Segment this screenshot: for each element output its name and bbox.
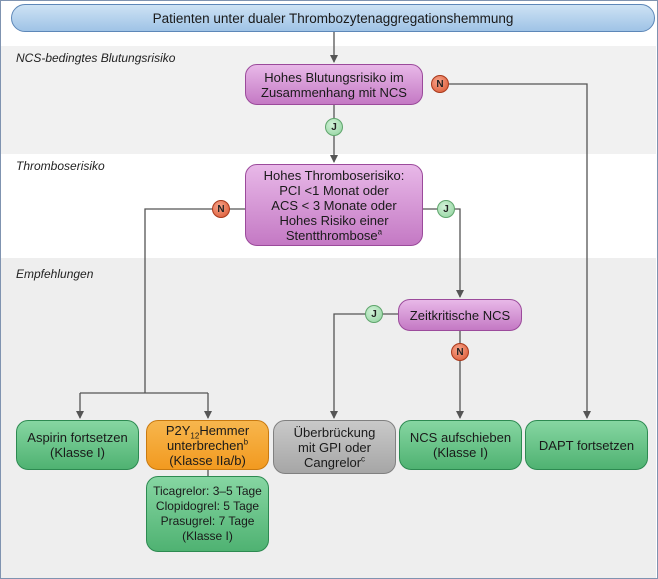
section-label-bleeding: NCS-bedingtes Blutungsrisiko [16,51,176,65]
high-thrombosis-line-3: ACS < 3 Monate oder [271,197,397,213]
p2y12-post: Hemmer [199,422,250,438]
p2y12-line-3: (Klasse IIa/b) [169,452,246,468]
yes-badge-bleeding: J [325,118,343,136]
high-thrombosis-line-5: Stentthrombosea [286,228,382,243]
postpone-line-1: NCS aufschieben [409,430,512,445]
durations-line-2: Clopidogrel: 5 Tage [155,499,260,513]
yes-badge-thrombosis: J [437,200,455,218]
footnote-b: b [243,437,249,447]
bridging-line-2: mit GPI oder [298,439,371,455]
section-label-recommendations: Empfehlungen [16,267,94,281]
postpone-line-2: (Klasse I) [433,445,488,460]
time-critical-node: Zeitkritische NCS [398,299,522,331]
section-label-thrombosis: Thromboserisiko [16,159,105,173]
p2y12-line-2: unterbrechenb [167,438,248,453]
p2y12-pre: P2Y [165,422,191,438]
bridging-line-3-text: Cangrelor [303,454,362,470]
no-badge-time-critical: N [451,343,469,361]
title-text: Patienten unter dualer Thrombozytenaggre… [152,10,514,26]
high-thrombosis-line-4: Hohes Risiko einer [279,212,389,228]
p2y12-node: P2Y12Hemmer unterbrechenb (Klasse IIa/b) [146,420,269,470]
footnote-a: a [377,227,383,237]
bridging-line-3: Cangrelorc [304,455,365,470]
high-bleeding-node: Hohes Blutungsrisiko im Zusammenhang mit… [245,64,423,105]
band-top [1,36,656,46]
durations-node: Ticagrelor: 3–5 Tage Clopidogrel: 5 Tage… [146,476,269,552]
no-badge-thrombosis: N [212,200,230,218]
high-bleeding-text: Hohes Blutungsrisiko im Zusammenhang mit… [261,69,407,100]
band-recommendations [1,258,656,578]
aspirin-line-1: Aspirin fortsetzen [27,430,128,445]
durations-line-3: Prasugrel: 7 Tage [160,514,255,528]
no-badge-bleeding: N [431,75,449,93]
footnote-c: c [361,454,366,464]
high-thrombosis-line-2: PCI <1 Monat oder [279,182,389,198]
aspirin-line-2: (Klasse I) [50,445,105,460]
p2y12-line-1: P2Y12Hemmer [165,422,250,441]
bridging-line-1: Überbrückung [293,424,376,440]
title-node: Patienten unter dualer Thrombozytenaggre… [11,4,655,32]
p2y12-line-2-text: unterbrechen [166,437,244,453]
dapt-node: DAPT fortsetzen [525,420,648,470]
high-thrombosis-line-1: Hohes Thromboserisiko: [263,167,405,183]
yes-badge-time-critical: J [365,305,383,323]
bridging-node: Überbrückung mit GPI oder Cangrelorc [273,420,396,474]
dapt-text: DAPT fortsetzen [538,437,635,453]
durations-line-4: (Klasse I) [182,529,233,543]
high-thrombosis-line-5-text: Stentthrombose [285,227,378,243]
durations-line-1: Ticagrelor: 3–5 Tage [153,484,262,498]
time-critical-text: Zeitkritische NCS [409,307,511,323]
postpone-ncs-node: NCS aufschieben (Klasse I) [399,420,522,470]
p2y12-sub: 12 [190,431,200,441]
high-thrombosis-node: Hohes Thromboserisiko: PCI <1 Monat oder… [245,164,423,246]
aspirin-node: Aspirin fortsetzen (Klasse I) [16,420,139,470]
